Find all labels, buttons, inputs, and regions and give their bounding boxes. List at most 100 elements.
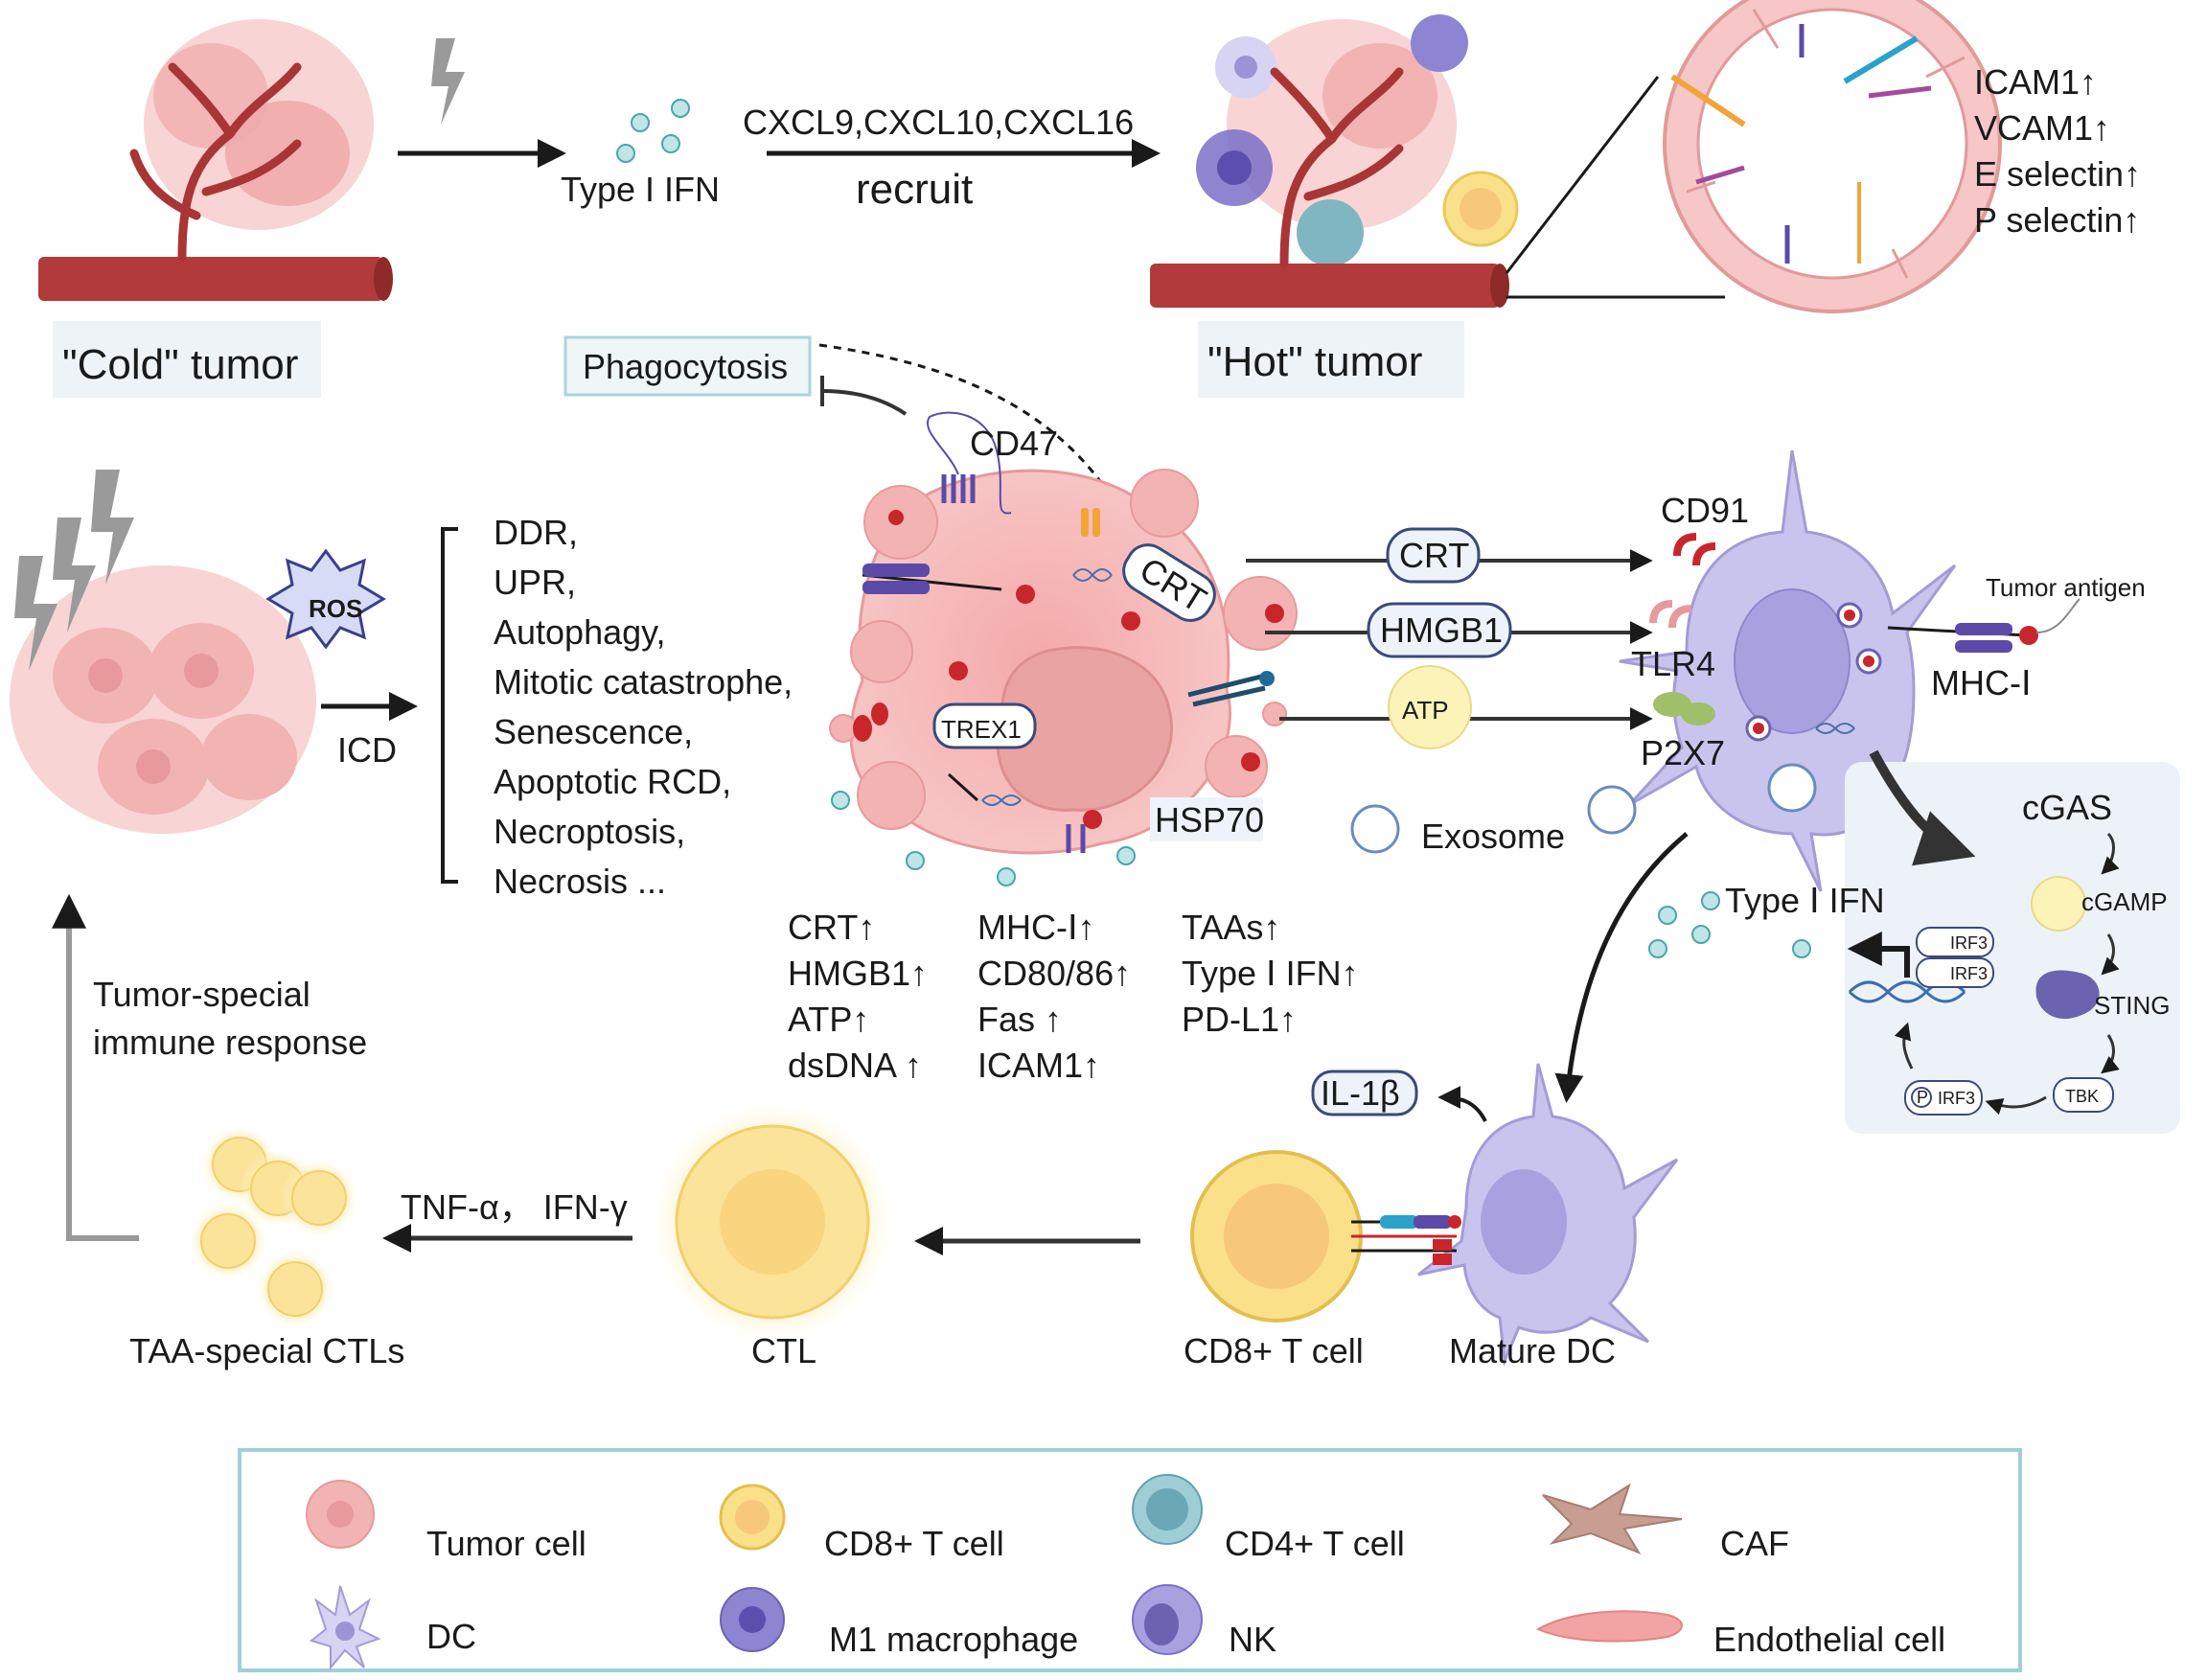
legend-m1-icon [720,1587,785,1652]
mechanism-item: Mitotic catastrophe, [494,662,793,702]
cold-tumor-illustration [38,19,393,301]
legend-m1-label: M1 macrophage [829,1620,1078,1659]
marker-item: TAAs↑ [1182,908,1280,947]
cgas-to-cgamp-arrow [2101,832,2120,875]
sting-protein-icon [2035,970,2100,1020]
recruit-label: recruit [856,166,973,213]
legend-caf-icon [1542,1483,1683,1555]
adhesion-item: E selectin↑ [1974,154,2141,194]
sting-label: STING [2094,991,2170,1020]
ros-label: ROS [309,594,362,623]
chemokines-label: CXCL9,CXCL10,CXCL16 [743,103,1134,142]
trex1-tag [932,702,1037,749]
p2x7-receptor [1653,692,1715,725]
irf3-dimer-label: IRF3 [1950,964,1988,983]
mature-dc-label: Mature DC [1449,1331,1616,1370]
mechanism-item: Necroptosis, [494,812,685,851]
dc-type1-ifn-label: Type Ⅰ IFN [1725,881,1885,920]
irf3-to-dna-arrow [1894,1022,1914,1070]
hsp70-label: HSP70 [1155,800,1264,840]
hot-tumor-label-bg [1198,321,1464,398]
marker-item: CRT↑ [788,908,875,947]
tbk-pill [2053,1077,2114,1113]
irf3-dimer-label: IRF3 [1950,933,1988,953]
irf3-dimer-pill [1916,957,1994,988]
trex1-label: TREX1 [941,715,1022,744]
legend-nk-icon [1132,1584,1203,1655]
mechanism-item: Autophagy, [494,612,665,652]
sting-to-tbk-arrow [2101,1034,2120,1074]
immune-synapse [1351,1215,1461,1265]
ctl-label: CTL [751,1331,816,1370]
marker-item: ICAM1↑ [977,1046,1100,1085]
ros-burst-icon [265,548,386,650]
legend-tumor-cell-label: Tumor cell [426,1524,586,1563]
dc-maturation-arrow [1554,832,1689,1103]
ifn-production-arrow [1847,932,1910,978]
il1b-arrow [1437,1086,1487,1122]
legend-dc-icon [309,1585,381,1670]
feedback-arrow [52,893,139,1241]
il1b-pill [1311,1070,1418,1116]
crt-damp-label: CRT [1399,536,1469,575]
dc-to-sting-arrow [1869,749,1976,866]
mechanism-bracket [441,527,458,884]
ifn-dots [616,99,690,163]
phospho-label: P [1917,1088,1928,1107]
legend-endothelial-icon [1535,1610,1683,1643]
marker-item: HMGB1↑ [788,954,928,993]
legend-cd8-label: CD8+ T cell [824,1524,1004,1563]
irf3-label: IRF3 [1938,1089,1975,1108]
cgas-label: cGAS [2022,788,2112,827]
legend-caf-label: CAF [1720,1524,1789,1563]
marker-item: CD80/86↑ [977,954,1131,993]
hmgb1-damp-pill [1367,602,1512,658]
cd91-label: CD91 [1661,491,1749,530]
mhc1-receptor [1887,623,2038,653]
zoom-line-top [1505,76,1660,274]
cold-tumor-label-bg [53,321,321,398]
marker-item: PD-L1↑ [1182,1000,1297,1039]
cd91-receptor [1673,533,1716,566]
icd-mechanism-list: DDR, UPR, Autophagy, Mitotic catastrophe… [494,513,793,901]
exosome-icons [1350,763,1817,854]
adhesion-item: ICAM1↑ [1974,62,2097,102]
mechanism-item: UPR, [494,563,576,602]
adhesion-list: ICAM1↑ VCAM1↑ E selectin↑ P selectin↑ [1974,62,2141,240]
hot-tumor-label: "Hot" tumor [1207,338,1422,385]
dc-ifn-dots [1648,891,1811,958]
mechanism-item: Necrosis ... [494,862,666,901]
mechanism-item: Apoptotic RCD, [494,762,731,801]
cd8-tcell [1190,1150,1363,1323]
tbk-to-irf3-arrow [1985,1095,2047,1116]
taa-ctls-label: TAA-special CTLs [129,1331,404,1370]
atp-damp-label: ATP [1402,696,1449,725]
icd-label: ICD [337,730,397,770]
marker-item: Fas ↑ [977,1000,1062,1039]
hot-tumor-illustration [1150,14,1519,308]
legend-cd4-icon [1132,1474,1203,1545]
released-dots [831,791,1136,886]
radiation-icon [431,38,465,125]
cold-tumor-label: "Cold" tumor [62,341,298,388]
cgamp-label: cGAMP [2081,887,2168,916]
marker-item: dsDNA ↑ [788,1046,922,1085]
tumor-antigen-label: Tumor antigen [1986,573,2146,602]
cgamp-icon [2031,876,2086,932]
irradiated-tumor [10,565,316,834]
p2x7-label: P2X7 [1641,733,1725,772]
type1-ifn-label: Type I IFN [561,170,720,209]
cgamp-to-sting-arrow [2101,933,2120,976]
dying-tumor-cell [829,411,1298,855]
vessel-cross-section [1663,0,2002,313]
legend-dc-label: DC [426,1617,476,1656]
immune-response-line1: Tumor-special [93,975,310,1014]
mature-dc [1417,1063,1679,1367]
legend-cd8-icon [719,1484,786,1551]
taa-ctl-cluster [190,1126,357,1327]
marker-item: Type Ⅰ IFN↑ [1182,954,1359,993]
dying-cell-markers: CRT↑ HMGB1↑ ATP↑ dsDNA ↑ MHC-Ⅰ↑ CD80/86↑… [788,908,1359,1085]
il1b-label: IL-1β [1321,1073,1400,1113]
legend-box [238,1448,2022,1672]
